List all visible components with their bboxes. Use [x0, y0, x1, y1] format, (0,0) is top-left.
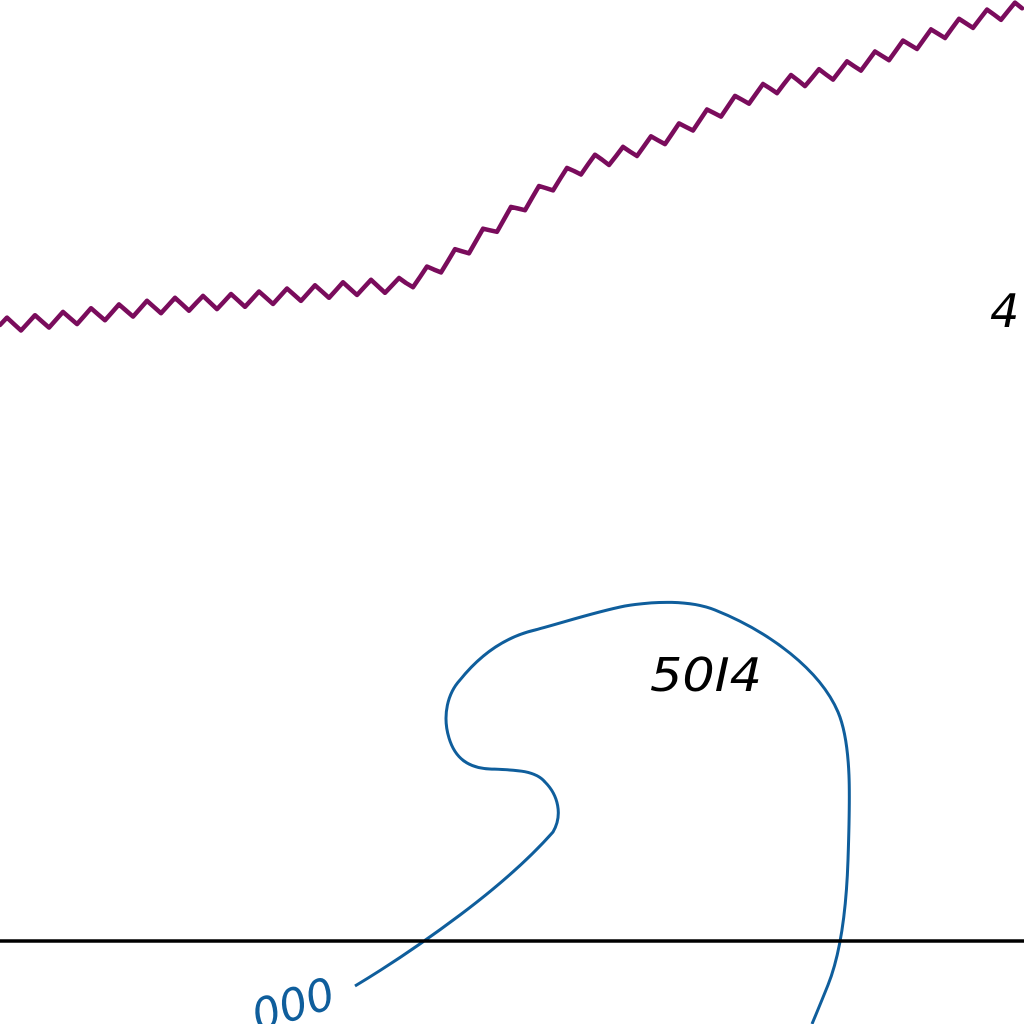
- contour-line: [354, 600, 851, 1024]
- parcel-label-edge: 4: [990, 284, 1019, 338]
- wavy-boundary-line: [0, 0, 1024, 333]
- parcel-label-main: 50I4: [650, 648, 762, 702]
